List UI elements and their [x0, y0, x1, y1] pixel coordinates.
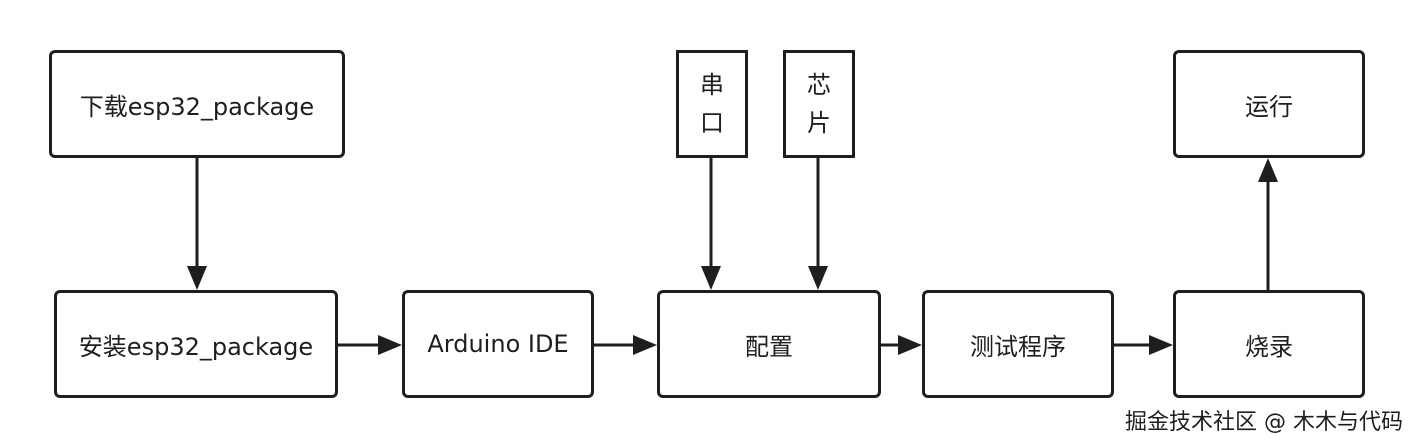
- node-serial-port: 串 口: [676, 50, 748, 158]
- arrowhead-install-to-arduino: [378, 335, 402, 355]
- node-chip: 芯 片: [783, 50, 855, 158]
- node-test-program-label: 测试程序: [970, 332, 1066, 361]
- node-serial-port-char-1: 串: [700, 71, 724, 99]
- node-arduino-ide: Arduino IDE: [402, 290, 594, 398]
- node-burn-label: 烧录: [1245, 332, 1293, 361]
- watermark-text: 掘金技术社区 @ 木木与代码: [1125, 410, 1403, 435]
- node-serial-port-char-2: 口: [700, 109, 724, 137]
- node-run: 运行: [1173, 50, 1365, 158]
- node-download-package-label: 下载esp32_package: [79, 92, 315, 121]
- node-arduino-ide-label: Arduino IDE: [427, 330, 569, 358]
- node-chip-char-1: 芯: [807, 71, 831, 99]
- node-install-package: 安装esp32_package: [54, 290, 338, 398]
- arrowhead-chip-to-config: [808, 266, 828, 290]
- arrowhead-download-to-install: [187, 266, 207, 290]
- arrowhead-serial-to-config: [701, 266, 721, 290]
- arrowhead-test-to-burn: [1149, 335, 1173, 355]
- node-run-label: 运行: [1245, 92, 1293, 121]
- node-download-package: 下载esp32_package: [49, 50, 345, 158]
- arrowhead-burn-to-run: [1258, 158, 1278, 182]
- node-config: 配置: [657, 290, 881, 398]
- node-test-program: 测试程序: [922, 290, 1114, 398]
- node-install-package-label: 安装esp32_package: [78, 332, 314, 361]
- node-config-label: 配置: [745, 332, 793, 361]
- arrowhead-config-to-test: [898, 335, 922, 355]
- node-chip-char-2: 片: [807, 109, 831, 137]
- arrowhead-arduino-to-config: [633, 335, 657, 355]
- node-burn: 烧录: [1173, 290, 1365, 398]
